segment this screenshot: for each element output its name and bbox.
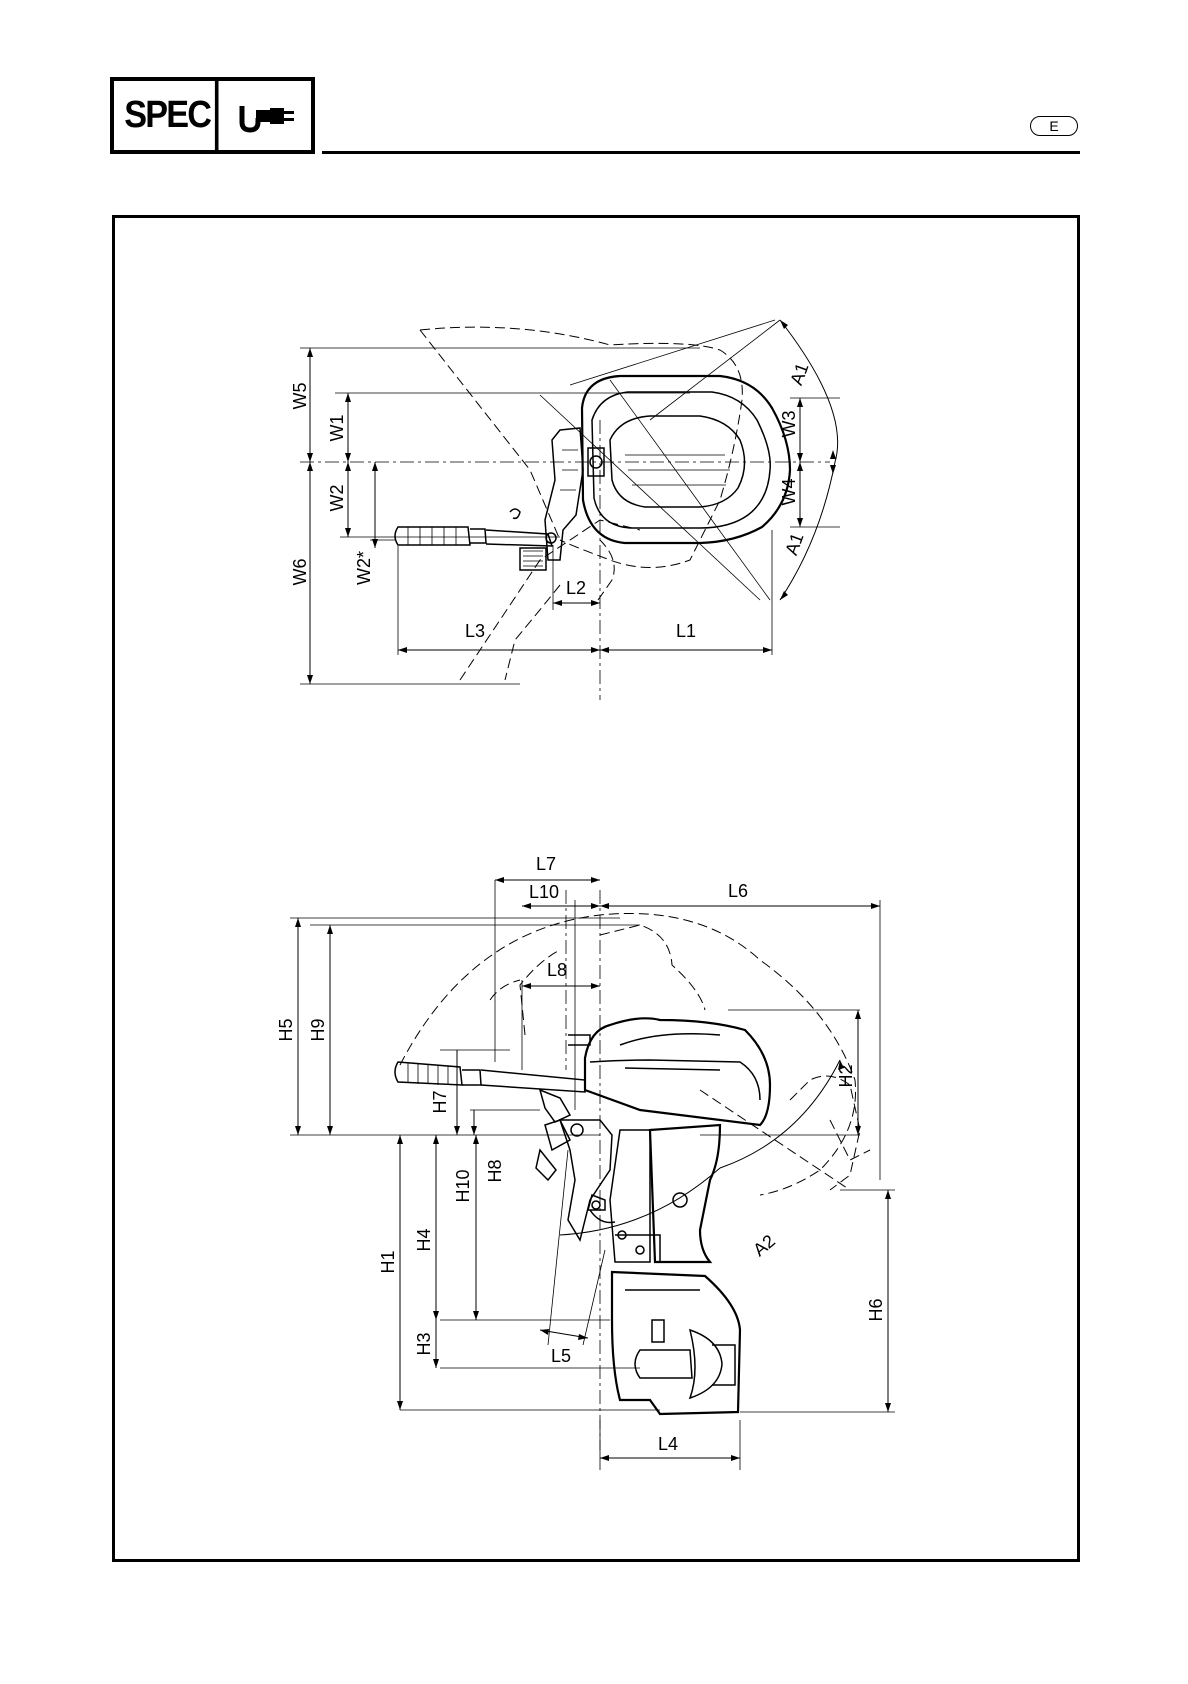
label-a2: A2 <box>749 1231 779 1260</box>
label-h3: H3 <box>414 1332 434 1355</box>
label-h6: H6 <box>866 1298 886 1321</box>
side-view-drawing: L7 L10 L6 L8 H5 H9 H2 H7 H8 H10 H4 H1 A2… <box>276 854 895 1470</box>
label-w2: W2 <box>327 485 347 512</box>
label-w2-star: W2* <box>354 551 374 585</box>
label-h9: H9 <box>308 1018 328 1041</box>
label-h1: H1 <box>378 1250 398 1273</box>
label-h8: H8 <box>485 1159 505 1182</box>
label-w5: W5 <box>290 383 310 410</box>
label-l8: L8 <box>547 960 567 980</box>
label-l10: L10 <box>529 882 559 902</box>
label-l5: L5 <box>551 1346 571 1366</box>
label-l2: L2 <box>566 578 586 598</box>
label-l1: L1 <box>676 621 696 641</box>
top-view-drawing: W5 W1 W2 W2* W6 W3 W4 A1 A1 L1 L2 L3 <box>290 320 840 700</box>
label-w4: W4 <box>779 479 799 506</box>
label-h7: H7 <box>430 1090 450 1113</box>
label-h5: H5 <box>276 1018 296 1041</box>
label-h4: H4 <box>414 1228 434 1251</box>
label-w1: W1 <box>327 415 347 442</box>
label-a1-lower: A1 <box>781 530 807 558</box>
label-l4: L4 <box>658 1434 678 1454</box>
label-w3: W3 <box>779 411 799 438</box>
label-h2: H2 <box>836 1064 856 1087</box>
label-l7: L7 <box>536 854 556 874</box>
label-h10: H10 <box>453 1169 473 1202</box>
label-l6: L6 <box>728 881 748 901</box>
label-w6: W6 <box>290 559 310 586</box>
label-a1-upper: A1 <box>786 360 812 388</box>
label-l3: L3 <box>465 621 485 641</box>
